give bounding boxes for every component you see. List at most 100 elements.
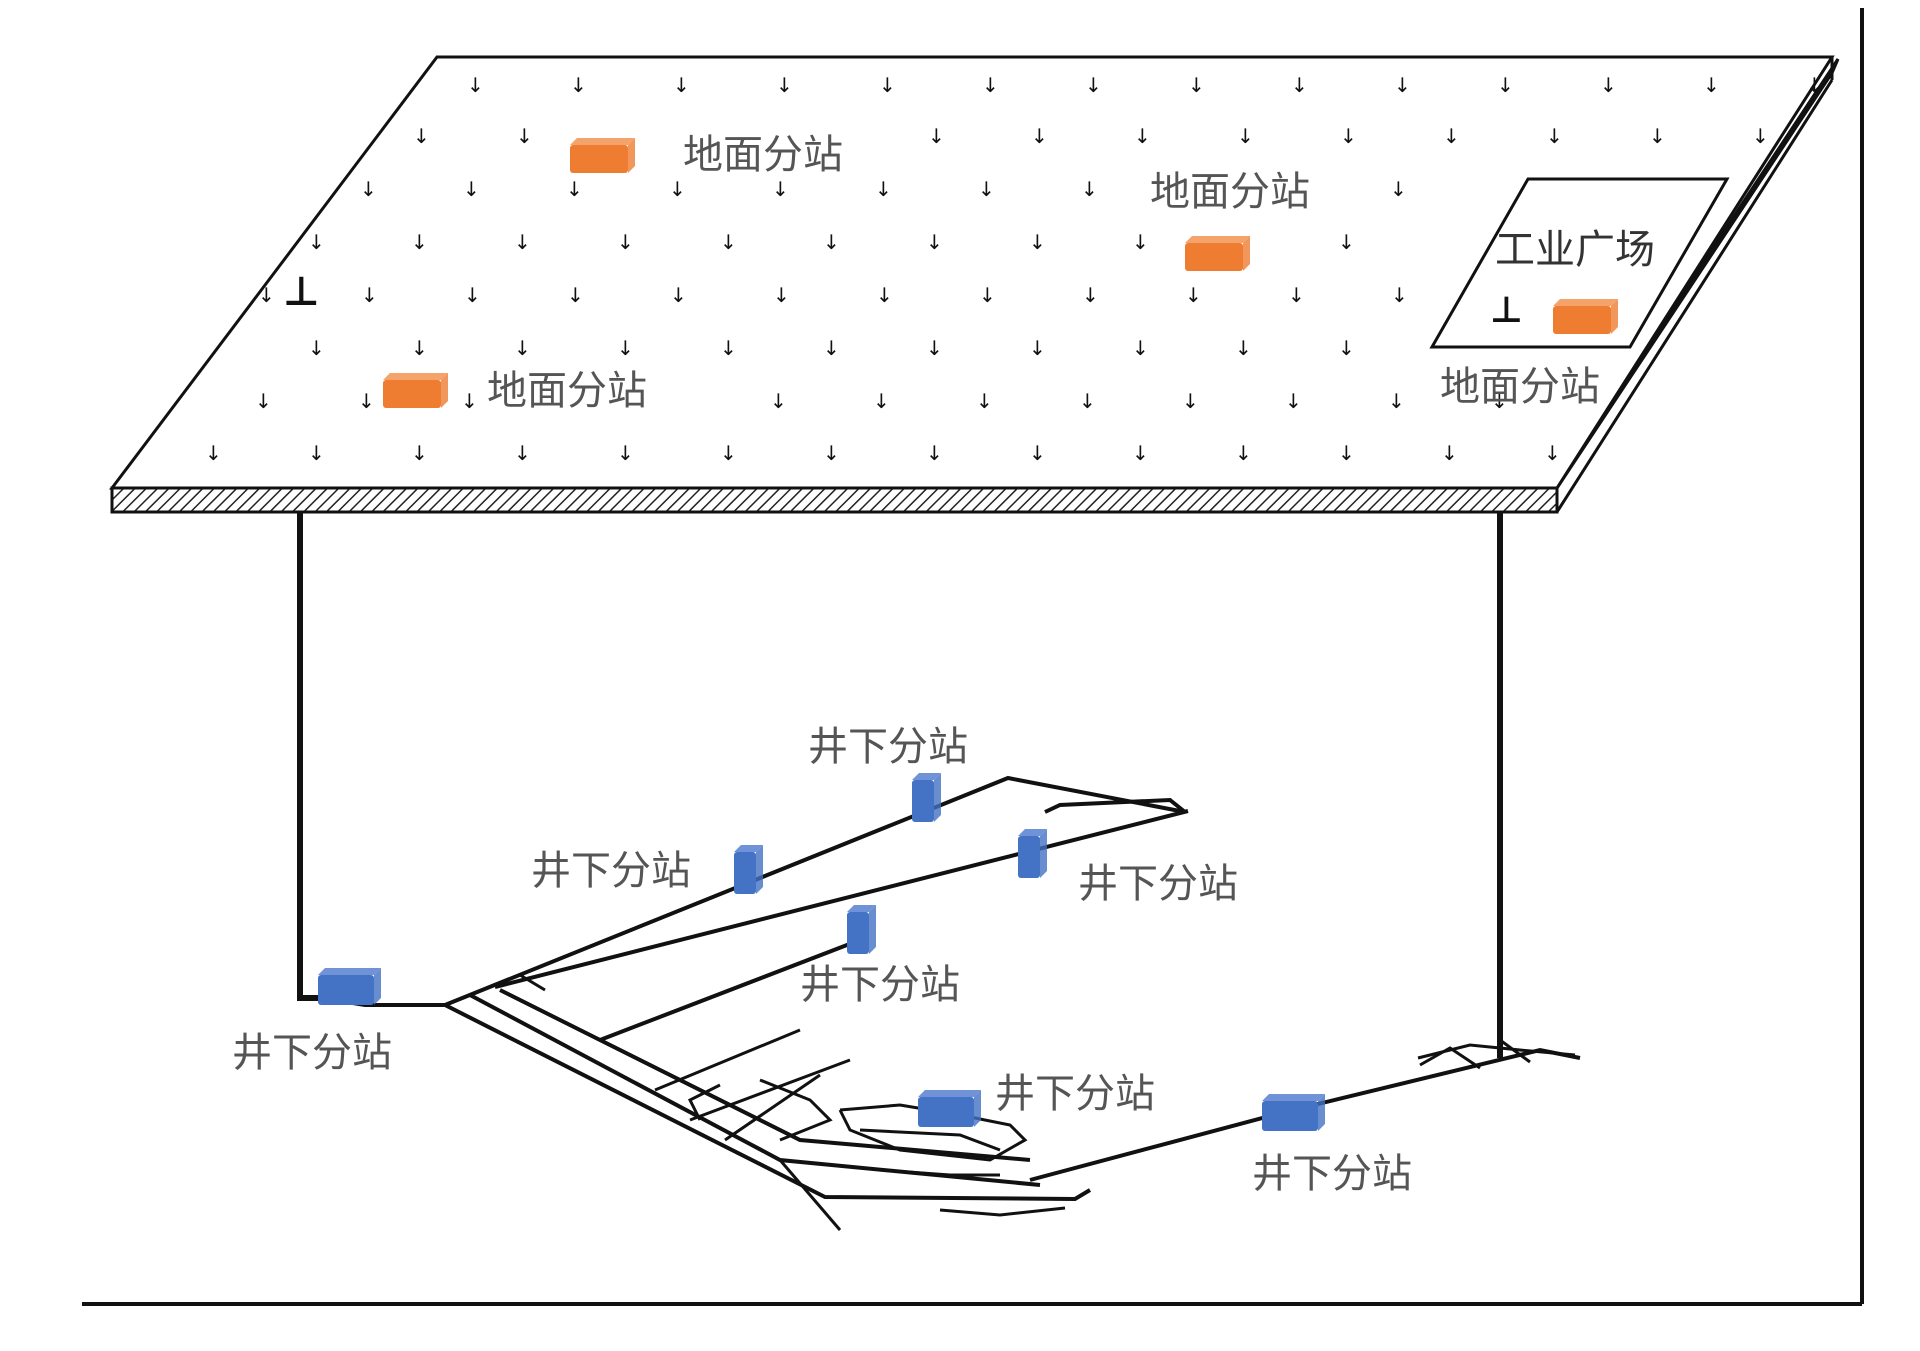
vegetation-symbol: ↓: [1391, 283, 1408, 307]
vegetation-symbol: ↓: [926, 441, 943, 465]
surface-station-label: 地面分站: [1150, 169, 1310, 215]
station-block-top: [318, 968, 381, 975]
underground-station-7: 井下分站: [1252, 1094, 1412, 1197]
industrial-square-label: 工业广场: [1495, 227, 1655, 273]
vegetation-symbol: ↓: [1388, 389, 1405, 413]
vegetation-symbol: ↓: [1031, 124, 1048, 148]
station-block-front: [318, 975, 374, 1005]
underground-station-block: [734, 845, 763, 894]
tunnel-right-node-1: [1419, 1046, 1481, 1070]
vegetation-symbol: ↓: [1029, 230, 1046, 254]
surface-plate: ↓ ↓ ↓ ↓ ↓ ↓ ↓ ↓ ↓ ↓ ↓ ↓ ↓ ↓ ↓ ↓ ↓ ↓ ↓ ↓ ↓ ↓ ↓ ↓ ↓ ↓ ↓ ↓ ↓ ↓ ↓ ↓ ↓ ↓ ↓ ↓ ↓ ↓ ↓ ↓…: [108, 55, 1840, 514]
station-block-side: [1318, 1094, 1325, 1131]
vegetation-symbol: ↓: [1029, 336, 1046, 360]
vegetation-symbols: ↓ ↓ ↓ ↓ ↓ ↓ ↓ ↓ ↓ ↓ ↓ ↓ ↓ ↓ ↓ ↓ ↓ ↓ ↓ ↓ ↓ ↓ ↓ ↓ ↓ ↓ ↓ ↓ ↓ ↓ ↓ ↓ ↓ ↓ ↓ ↓ ↓ ↓ ↓ ↓…: [205, 73, 1823, 465]
vegetation-symbol: ↓: [876, 283, 893, 307]
surface-station-block: [383, 373, 448, 408]
underground-station-block: [318, 968, 381, 1005]
underground-station-label: 井下分站: [531, 848, 691, 894]
vegetation-symbol: ↓: [873, 389, 890, 413]
vegetation-symbol: ↓: [413, 124, 430, 148]
tunnel-panel-4: [939, 1206, 1066, 1217]
tunnel-middle-drift: [494, 809, 1189, 989]
industrial-square: 工业广场: [1429, 177, 1730, 349]
surface-plate-side-line: [1555, 79, 1834, 513]
underground-station-2: 井下分站: [531, 845, 763, 894]
station-block-front: [847, 912, 869, 954]
underground-station-label: 井下分站: [800, 962, 960, 1008]
underground-station-3: 井下分站: [808, 724, 968, 822]
vegetation-symbol: ↓: [467, 73, 484, 97]
vegetation-symbol: ↓: [617, 230, 634, 254]
station-block-side: [628, 138, 635, 173]
station-block-side: [934, 773, 941, 822]
vegetation-symbol: ↓: [982, 73, 999, 97]
tunnel-panel-6: [687, 1083, 721, 1121]
vegetation-symbol: ↓: [617, 336, 634, 360]
vegetation-symbol: ↓: [1390, 177, 1407, 201]
vegetation-symbol: ↓: [258, 283, 275, 307]
vegetation-symbol: ↓: [514, 230, 531, 254]
station-block-top: [847, 905, 876, 912]
vegetation-symbol: ↓: [823, 441, 840, 465]
underground-station-5: 井下分站: [800, 905, 960, 1008]
station-block-side: [1611, 299, 1618, 334]
vegetation-symbol: ↓: [1132, 230, 1149, 254]
vegetation-symbol: ↓: [1085, 73, 1102, 97]
underground-station-4: 井下分站: [1018, 829, 1238, 907]
vegetation-symbol: ↓: [978, 177, 995, 201]
shaft-symbol-left: ⊥: [283, 269, 320, 315]
surface-station-block: [570, 138, 635, 173]
vegetation-symbol: ↓: [879, 73, 896, 97]
vegetation-symbol: ↓: [1338, 336, 1355, 360]
vegetation-symbol: ↓: [1752, 124, 1769, 148]
vegetation-symbol: ↓: [514, 441, 531, 465]
vegetation-symbol: ↓: [823, 336, 840, 360]
vegetation-symbol: ↓: [1235, 336, 1252, 360]
vegetation-symbol: ↓: [823, 230, 840, 254]
station-block-side: [974, 1090, 981, 1127]
underground-station-block: [912, 773, 941, 822]
vegetation-symbol: ↓: [1491, 389, 1508, 413]
industrial-square-outline: [1429, 177, 1730, 349]
surface-station-label: 地面分站: [683, 132, 843, 178]
vegetation-symbol: ↓: [772, 177, 789, 201]
vegetation-symbol: ↓: [773, 283, 790, 307]
tunnel-lower-drift: [599, 938, 861, 1042]
station-block-front: [570, 145, 628, 173]
vegetation-symbol: ↓: [1029, 441, 1046, 465]
surface-station-label: 地面分站: [1440, 364, 1600, 410]
vegetation-symbol: ↓: [411, 230, 428, 254]
vegetation-symbol: ↓: [1703, 73, 1720, 97]
vegetation-symbol: ↓: [720, 230, 737, 254]
vegetation-symbol: ↓: [1600, 73, 1617, 97]
station-block-front: [1553, 306, 1611, 334]
station-block-side: [1040, 829, 1047, 878]
station-block-top: [918, 1090, 981, 1097]
surface-station-label: 地面分站: [487, 368, 647, 414]
vegetation-symbol: ↓: [1394, 73, 1411, 97]
vegetation-symbol: ↓: [1806, 73, 1823, 97]
vegetation-symbol: ↓: [720, 336, 737, 360]
tunnel-cross-3: [689, 1058, 851, 1122]
tunnel-upper-return: [1044, 797, 1187, 814]
vegetation-symbol: ↓: [1185, 283, 1202, 307]
tunnel-cross-1: [494, 973, 546, 992]
vegetation-symbol: ↓: [979, 283, 996, 307]
station-block-front: [1262, 1101, 1318, 1131]
vegetation-symbol: ↓: [926, 336, 943, 360]
vegetation-symbol: ↓: [720, 441, 737, 465]
shaft-line-left: [297, 512, 322, 1001]
vegetation-symbol: ↓: [1188, 73, 1205, 97]
underground-station-block: [1018, 829, 1047, 878]
vegetation-symbol: ↓: [1237, 124, 1254, 148]
underground-station-6: 井下分站: [918, 1071, 1155, 1127]
vegetation-symbol: ↓: [570, 73, 587, 97]
underground-station-block: [918, 1090, 981, 1127]
surface-plate-edge: [110, 486, 1559, 514]
vegetation-symbol: ↓: [776, 73, 793, 97]
vegetation-symbol: ↓: [514, 336, 531, 360]
vegetation-symbol: ↓: [463, 177, 480, 201]
station-block-front: [734, 852, 756, 894]
